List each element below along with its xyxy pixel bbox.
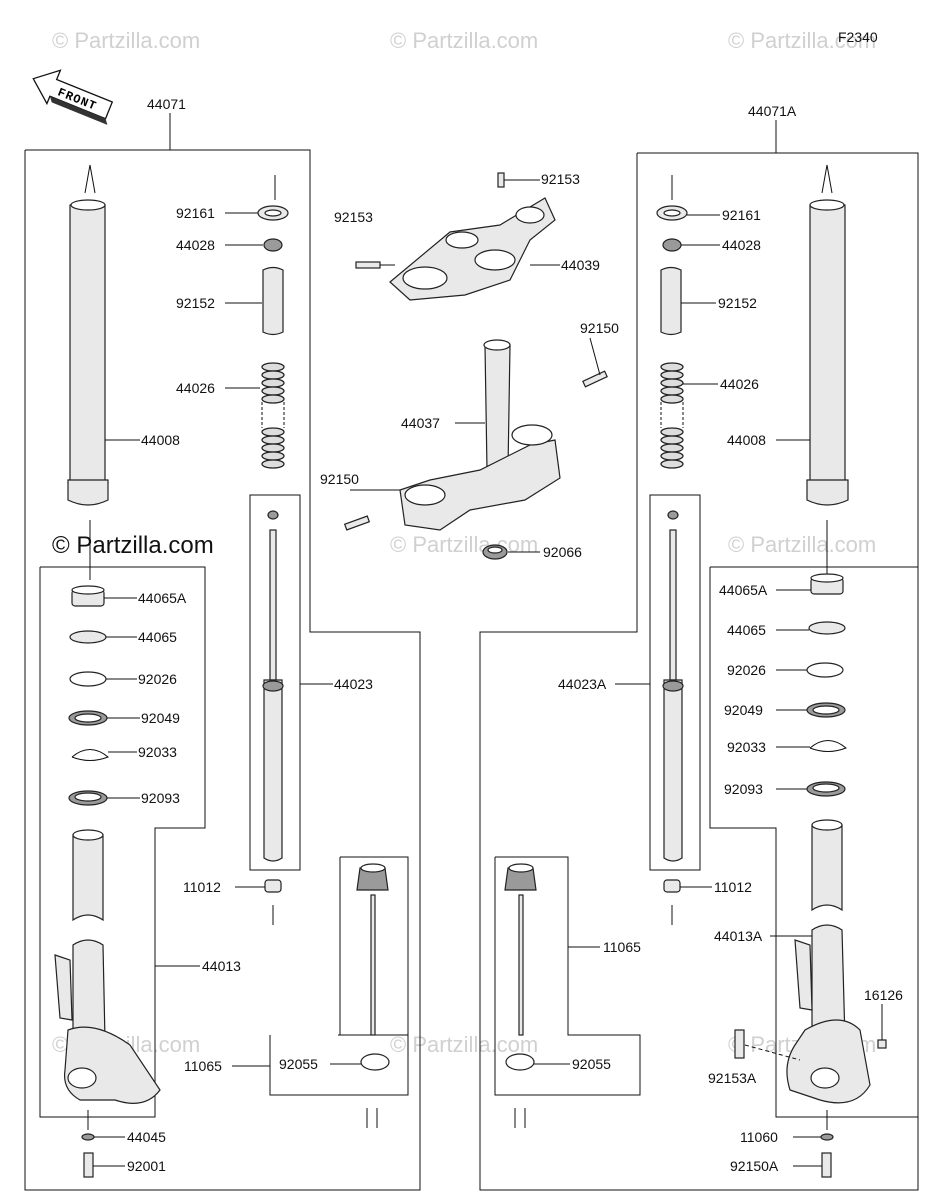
front-arrow-icon: FRONT — [32, 69, 114, 125]
part-number-label[interactable]: 44023 — [334, 676, 373, 692]
part-number-label[interactable]: 16126 — [864, 987, 903, 1003]
part-number-label[interactable]: 44065 — [727, 622, 766, 638]
part-number-label[interactable]: 92150 — [320, 471, 359, 487]
part-number-label[interactable]: 11065 — [184, 1058, 222, 1074]
part-number-label[interactable]: 44013A — [714, 928, 763, 944]
part-number-label[interactable]: 11012 — [714, 879, 752, 895]
part-number-label[interactable]: 44028 — [722, 237, 761, 253]
part-number-label[interactable]: 44071 — [147, 96, 186, 112]
figure-code: F2340 — [838, 29, 878, 45]
watermark-strong: © Partzilla.com — [52, 532, 214, 559]
watermark: © Partzilla.com — [390, 1032, 538, 1057]
part-number-label[interactable]: 44013 — [202, 958, 241, 974]
part-labels: 44071 44071A 92161 44028 92152 44026 440… — [127, 96, 903, 1174]
part-number-label[interactable]: 92153 — [541, 171, 580, 187]
part-number-label[interactable]: 11065 — [603, 939, 641, 955]
part-number-label[interactable]: 92093 — [724, 781, 763, 797]
part-number-label[interactable]: 44023A — [558, 676, 607, 692]
watermark: © Partzilla.com — [390, 28, 538, 53]
part-number-label[interactable]: 92153A — [708, 1070, 757, 1086]
part-number-label[interactable]: 44065 — [138, 629, 177, 645]
part-number-label[interactable]: 44026 — [176, 380, 215, 396]
watermark: © Partzilla.com — [728, 532, 876, 557]
part-number-label[interactable]: 92161 — [176, 205, 215, 221]
right-parts — [504, 164, 887, 1178]
part-number-label[interactable]: 44039 — [561, 257, 600, 273]
part-number-label[interactable]: 92152 — [718, 295, 757, 311]
watermark: © Partzilla.com — [390, 532, 538, 557]
part-number-label[interactable]: 92026 — [138, 671, 177, 687]
part-number-label[interactable]: 44028 — [176, 237, 215, 253]
watermarks: © Partzilla.com © Partzilla.com © Partzi… — [52, 28, 876, 1057]
part-number-label[interactable]: 92150A — [730, 1158, 779, 1174]
part-number-label[interactable]: 92055 — [279, 1056, 318, 1072]
leader-lines — [93, 179, 883, 1167]
watermark: © Partzilla.com — [52, 28, 200, 53]
part-number-label[interactable]: 92026 — [727, 662, 766, 678]
part-number-label[interactable]: 92093 — [141, 790, 180, 806]
part-number-label[interactable]: 44065A — [138, 590, 187, 606]
part-number-label[interactable]: 11012 — [183, 879, 221, 895]
part-number-label[interactable]: 44071A — [748, 103, 797, 119]
part-number-label[interactable]: 92055 — [572, 1056, 611, 1072]
part-number-label[interactable]: 44065A — [719, 582, 768, 598]
part-number-label[interactable]: 92033 — [138, 744, 177, 760]
watermark: © Partzilla.com — [728, 28, 876, 53]
part-number-label[interactable]: 92049 — [724, 702, 763, 718]
part-number-label[interactable]: 44045 — [127, 1129, 166, 1145]
center-parts — [343, 172, 608, 560]
part-number-label[interactable]: 92049 — [141, 710, 180, 726]
part-number-label[interactable]: 92001 — [127, 1158, 166, 1174]
part-number-label[interactable]: 92150 — [580, 320, 619, 336]
part-number-label[interactable]: 44037 — [401, 415, 440, 431]
part-number-label[interactable]: 44008 — [727, 432, 766, 448]
part-number-label[interactable]: 44026 — [720, 376, 759, 392]
right-assembly-frame — [479, 120, 919, 1191]
part-number-label[interactable]: 92033 — [727, 739, 766, 755]
part-number-label[interactable]: 92153 — [334, 209, 373, 225]
part-number-label[interactable]: 92152 — [176, 295, 215, 311]
part-number-label[interactable]: 92066 — [543, 544, 582, 560]
part-number-label[interactable]: 92161 — [722, 207, 761, 223]
part-number-label[interactable]: 11060 — [740, 1129, 778, 1145]
left-parts — [54, 164, 390, 1178]
part-number-label[interactable]: 44008 — [141, 432, 180, 448]
